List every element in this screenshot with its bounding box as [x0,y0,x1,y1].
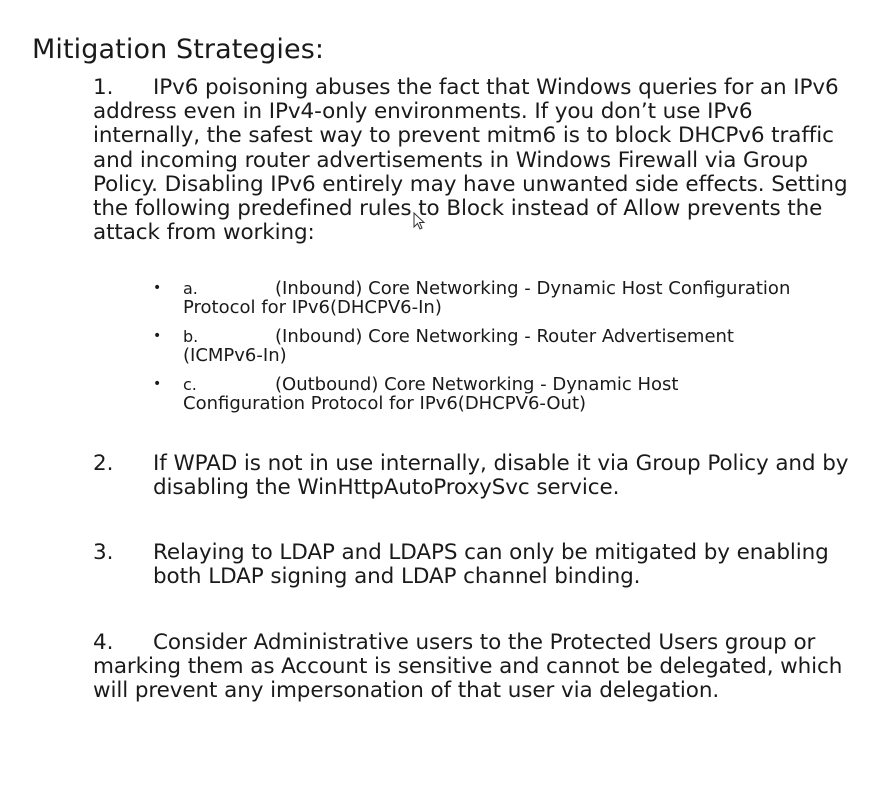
slide-title: Mitigation Strategies: [32,34,325,65]
item-1-text: 1. IPv6 poisoning abuses the fact that Wi… [93,75,863,246]
mouse-cursor-icon [413,212,426,230]
item-1-rest: an IPv6 address even in IPv4-only enviro… [93,75,848,246]
subitem-letter: b. [183,327,199,346]
subitem-text-rest: Configuration Protocol for IPv6(DHCPV6-O… [183,393,587,414]
mitigation-item-4: 4. Consider Administrative users to the P… [93,630,863,704]
item-1-first-line: IPv6 poisoning abuses the fact that Wind… [153,75,754,100]
subitem-text-rest: Protocol for IPv6(DHCPV6-In) [183,297,442,318]
item-3-text: 3. Relaying to LDAP and LDAPS can only b… [93,540,863,590]
subitem-text-first: (Inbound) Core Networking - Router Adver… [275,326,734,347]
subitem-b: • b. (Inbound) Core Networking - Router A… [150,327,850,365]
bullet-dot-icon: • [153,376,162,392]
subitem-letter: c. [183,375,197,394]
item-4-number: 4. [93,630,114,655]
item-1-number: 1. [93,75,114,100]
subitem-a: • a. (Inbound) Core Networking - Dynamic … [150,279,850,317]
item-2-body: If WPAD is not in use internally, disabl… [153,451,849,501]
mitigation-item-2: 2. If WPAD is not in use internally, dis… [93,451,863,501]
mitigation-item-3: 3. Relaying to LDAP and LDAPS can only b… [93,540,863,590]
subitem-c: • c. (Outbound) Core Networking - Dynamic… [150,375,850,413]
item-3-number: 3. [93,540,114,565]
subitem-letter: a. [183,279,198,298]
bullet-dot-icon: • [153,328,162,344]
item-4-text: 4. Consider Administrative users to the P… [93,630,863,704]
item-3-body: Relaying to LDAP and LDAPS can only be m… [153,540,829,590]
mitigation-item-1: 1. IPv6 poisoning abuses the fact that Wi… [93,75,863,246]
subitem-text-first: (Inbound) Core Networking - Dynamic Host… [275,278,791,299]
subitem-text-first: (Outbound) Core Networking - Dynamic Hos… [275,374,679,395]
item-4-first-line: Consider Administrative users to the Pro… [153,630,719,655]
item-2-number: 2. [93,451,114,476]
bullet-dot-icon: • [153,280,162,296]
item-1-subitems: • a. (Inbound) Core Networking - Dynamic … [150,279,850,423]
subitem-text-rest: (ICMPv6-In) [183,345,287,366]
item-2-text: 2. If WPAD is not in use internally, dis… [93,451,863,501]
item-4-rest: group or marking them as Account is sens… [93,630,843,704]
